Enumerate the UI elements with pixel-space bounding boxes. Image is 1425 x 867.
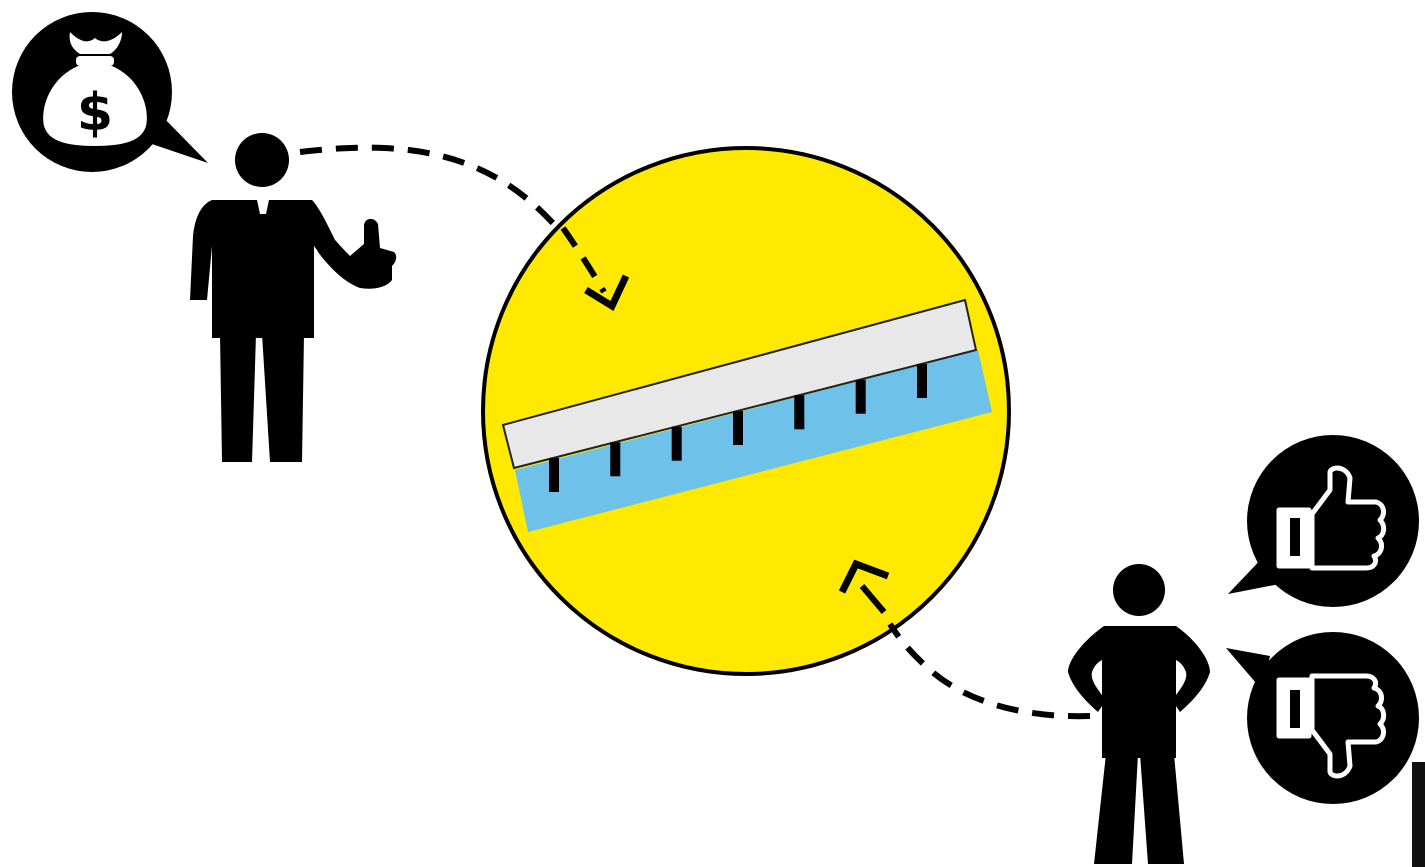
thumbs-up-bubble [1228,435,1419,607]
dollar-sign: $ [77,83,113,143]
corner-fragment [1412,762,1425,867]
businessman-thumbs-up-icon [190,133,396,462]
ruler-tick [610,442,620,476]
money-bag-bubble: $ [12,12,208,172]
measurement-circle [483,148,1009,674]
ruler-tick [733,411,743,445]
arrow-customer-to-center [890,624,1090,716]
ruler-tick [917,364,927,398]
thumbs-down-bubble [1226,632,1419,804]
ruler-tick [672,427,682,461]
ruler-tick [794,395,804,429]
ruler-tick [856,380,866,414]
ruler-tick [549,458,559,492]
